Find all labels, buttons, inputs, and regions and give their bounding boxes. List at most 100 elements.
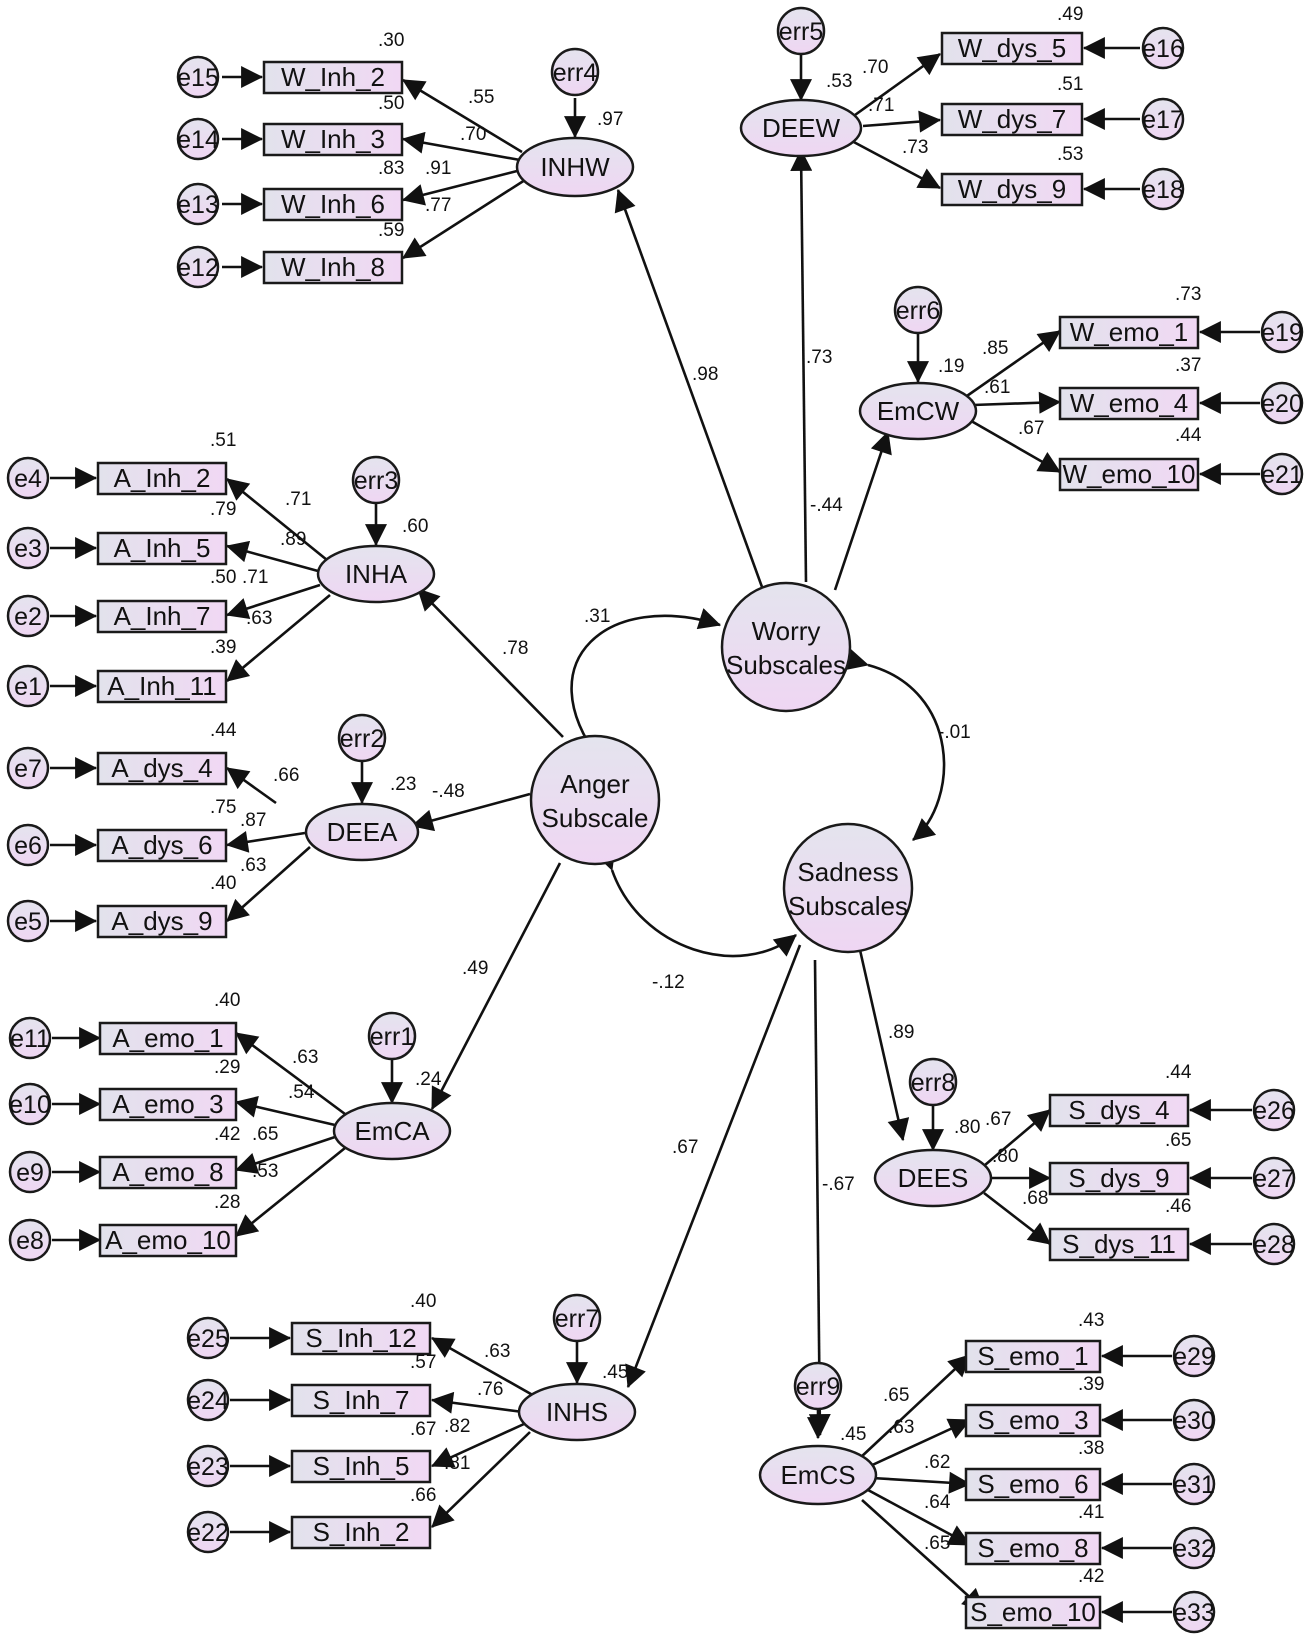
observed-node-s-dys-9: S_dys_9 bbox=[1048, 1161, 1190, 1196]
estimate-label: .41 bbox=[1078, 1502, 1104, 1523]
estimate-label: .89 bbox=[280, 529, 306, 550]
svg-text:err4: err4 bbox=[553, 59, 598, 87]
estimate-label: .49 bbox=[1057, 4, 1083, 25]
estimate-label: .51 bbox=[210, 430, 236, 451]
estimate-label: .78 bbox=[502, 638, 528, 659]
estimate-label: .45 bbox=[602, 1362, 628, 1383]
svg-text:A_dys_6: A_dys_6 bbox=[111, 830, 212, 860]
svg-text:e31: e31 bbox=[1173, 1471, 1215, 1499]
svg-text:INHS: INHS bbox=[546, 1397, 608, 1427]
svg-text:W_Inh_8: W_Inh_8 bbox=[281, 252, 385, 282]
estimate-label: .65 bbox=[883, 1385, 909, 1406]
svg-text:W_emo_4: W_emo_4 bbox=[1070, 388, 1189, 418]
estimate-label: .82 bbox=[444, 1416, 470, 1437]
error-node-err2: err2 bbox=[337, 713, 387, 763]
observed-node-s-emo-3: S_emo_3 bbox=[964, 1403, 1102, 1438]
estimate-label: .75 bbox=[210, 797, 236, 818]
latent-node-inhs: INHS bbox=[517, 1382, 637, 1442]
svg-text:Subscales: Subscales bbox=[726, 650, 846, 680]
observed-node-a-dys-6: A_dys_6 bbox=[96, 828, 228, 863]
estimate-label: .70 bbox=[460, 124, 486, 145]
error-node-err5: err5 bbox=[776, 6, 826, 56]
estimate-label: .46 bbox=[1165, 1196, 1191, 1217]
error-node-e21: e21 bbox=[1260, 452, 1304, 496]
svg-text:Subscale: Subscale bbox=[542, 803, 649, 833]
svg-text:e11: e11 bbox=[10, 1025, 50, 1053]
error-node-e16: e16 bbox=[1141, 26, 1185, 70]
svg-text:e18: e18 bbox=[1142, 176, 1184, 204]
svg-text:e13: e13 bbox=[177, 191, 219, 219]
svg-text:e6: e6 bbox=[14, 832, 42, 860]
svg-text:DEEA: DEEA bbox=[327, 817, 398, 847]
svg-text:DEEW: DEEW bbox=[762, 113, 840, 143]
observed-node-s-emo-6: S_emo_6 bbox=[964, 1467, 1102, 1502]
svg-text:W_dys_9: W_dys_9 bbox=[958, 174, 1066, 204]
observed-node-w-inh-8: W_Inh_8 bbox=[262, 250, 404, 285]
observed-node-a-dys-9: A_dys_9 bbox=[96, 904, 228, 939]
estimate-label: .77 bbox=[425, 195, 451, 216]
estimate-label: .67 bbox=[410, 1419, 436, 1440]
estimate-label: .70 bbox=[862, 57, 888, 78]
latent-node-inha: INHA bbox=[316, 544, 436, 604]
svg-text:S_emo_10: S_emo_10 bbox=[970, 1597, 1096, 1627]
estimate-label: .39 bbox=[210, 637, 236, 658]
error-node-e32: e32 bbox=[1172, 1526, 1216, 1570]
estimate-label: .40 bbox=[210, 873, 236, 894]
latent-node-sadness: Sadness Subscales bbox=[782, 822, 914, 954]
estimate-label: .42 bbox=[1078, 1566, 1104, 1587]
observed-node-s-inh-2: S_Inh_2 bbox=[290, 1515, 432, 1550]
observed-node-a-emo-10: A_emo_10 bbox=[98, 1223, 238, 1258]
estimate-label: .50 bbox=[378, 93, 404, 114]
estimate-label: .71 bbox=[868, 95, 894, 116]
estimate-label: .80 bbox=[992, 1146, 1018, 1167]
svg-text:e3: e3 bbox=[14, 535, 42, 563]
svg-text:err8: err8 bbox=[911, 1069, 955, 1097]
svg-text:S_emo_8: S_emo_8 bbox=[977, 1533, 1088, 1563]
latent-node-emca: EmCA bbox=[332, 1101, 452, 1161]
svg-text:e22: e22 bbox=[187, 1519, 229, 1547]
estimate-label: .73 bbox=[1175, 284, 1201, 305]
estimate-label: .63 bbox=[246, 608, 272, 629]
estimate-label: .43 bbox=[1078, 1310, 1104, 1331]
estimate-label: .63 bbox=[292, 1047, 318, 1068]
observed-node-w-inh-2: W_Inh_2 bbox=[262, 60, 404, 95]
svg-text:e8: e8 bbox=[16, 1227, 44, 1255]
estimate-label: .65 bbox=[924, 1533, 950, 1554]
svg-text:A_dys_9: A_dys_9 bbox=[111, 906, 212, 936]
estimate-label: .71 bbox=[242, 567, 268, 588]
estimate-label: .63 bbox=[888, 1417, 914, 1438]
error-node-err8: err8 bbox=[908, 1057, 958, 1107]
svg-text:INHW: INHW bbox=[540, 152, 610, 182]
observed-node-s-emo-10: S_emo_10 bbox=[964, 1595, 1102, 1630]
observed-node-w-emo-1: W_emo_1 bbox=[1058, 315, 1200, 350]
estimate-label: .45 bbox=[840, 1424, 866, 1445]
error-node-e7: e7 bbox=[6, 746, 50, 790]
svg-text:e10: e10 bbox=[9, 1091, 51, 1119]
svg-text:e21: e21 bbox=[1261, 461, 1303, 489]
observed-node-s-inh-5: S_Inh_5 bbox=[290, 1449, 432, 1484]
latent-node-emcs: EmCS bbox=[758, 1444, 878, 1506]
estimate-label: .63 bbox=[240, 855, 266, 876]
error-node-e3: e3 bbox=[6, 526, 50, 570]
svg-text:S_emo_3: S_emo_3 bbox=[977, 1405, 1088, 1435]
svg-text:e29: e29 bbox=[1173, 1343, 1215, 1371]
svg-text:e19: e19 bbox=[1261, 319, 1303, 347]
svg-text:A_dys_4: A_dys_4 bbox=[111, 753, 212, 783]
estimate-label: .19 bbox=[938, 356, 964, 377]
svg-text:err5: err5 bbox=[779, 18, 823, 46]
estimate-label: .81 bbox=[444, 1453, 470, 1474]
estimate-label: .66 bbox=[273, 765, 299, 786]
error-node-e5: e5 bbox=[6, 899, 50, 943]
svg-text:S_Inh_5: S_Inh_5 bbox=[313, 1451, 410, 1481]
observed-node-w-dys-9: W_dys_9 bbox=[940, 172, 1084, 207]
svg-text:A_Inh_11: A_Inh_11 bbox=[107, 671, 216, 701]
latent-node-emcw: EmCW bbox=[858, 381, 978, 441]
observed-node-a-inh-11: A_Inh_11 bbox=[96, 669, 228, 704]
observed-node-w-inh-6: W_Inh_6 bbox=[262, 187, 404, 222]
svg-text:A_Inh_5: A_Inh_5 bbox=[114, 533, 211, 563]
error-node-e1: e1 bbox=[6, 664, 50, 708]
estimate-label: .76 bbox=[477, 1379, 503, 1400]
latent-node-anger: Anger Subscale bbox=[529, 734, 661, 866]
observed-node-w-inh-3: W_Inh_3 bbox=[262, 122, 404, 157]
estimate-label: -.01 bbox=[938, 722, 971, 743]
